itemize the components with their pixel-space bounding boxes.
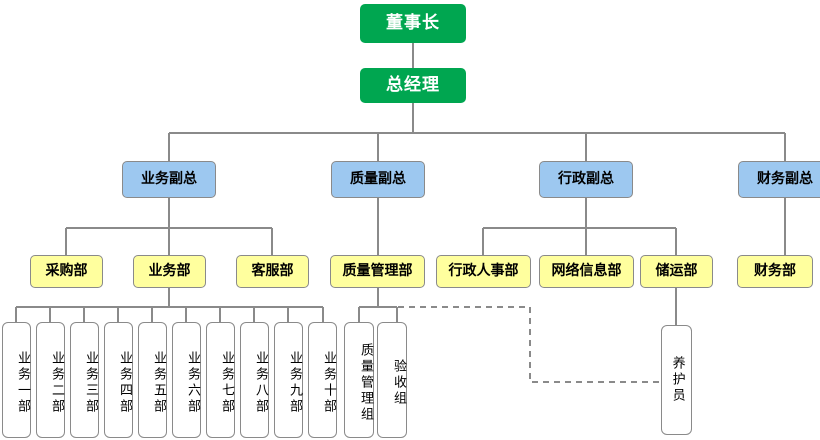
node-biz-unit-5-label: 业务五部 — [151, 351, 166, 415]
node-vp-finance-label: 财务副总 — [757, 170, 813, 187]
node-vp-admin-label: 行政副总 — [558, 170, 614, 187]
node-dept-quality-management[interactable]: 质量管理部 — [330, 255, 425, 288]
node-chairman-label: 董事长 — [386, 12, 440, 33]
node-biz-unit-3-label: 业务三部 — [83, 351, 98, 415]
node-biz-unit-1-label: 业务一部 — [15, 351, 30, 415]
node-dept-finance[interactable]: 财务部 — [737, 255, 813, 288]
node-biz-unit-9[interactable]: 业务九部 — [274, 322, 303, 438]
node-biz-unit-8-label: 业务八部 — [253, 351, 268, 415]
node-biz-unit-7-label: 业务七部 — [219, 351, 234, 415]
node-vp-admin[interactable]: 行政副总 — [539, 161, 633, 198]
node-role-maintainer-label: 养护员 — [669, 356, 685, 404]
node-dept-storage-transport-label: 储运部 — [655, 262, 698, 279]
node-dept-purchasing[interactable]: 采购部 — [30, 255, 103, 288]
node-general-manager[interactable]: 总经理 — [360, 68, 466, 103]
node-biz-unit-8[interactable]: 业务八部 — [240, 322, 269, 438]
node-vp-quality-label: 质量副总 — [350, 170, 406, 187]
node-dept-network-info-label: 网络信息部 — [551, 262, 622, 279]
node-dept-admin-hr-label: 行政人事部 — [448, 262, 519, 279]
node-vp-business[interactable]: 业务副总 — [122, 161, 216, 198]
node-biz-unit-4-label: 业务四部 — [117, 351, 132, 415]
node-group-inspection-label: 验收组 — [391, 359, 406, 407]
node-biz-unit-2-label: 业务二部 — [49, 351, 64, 415]
node-group-inspection[interactable]: 验收组 — [377, 322, 407, 438]
node-dept-storage-transport[interactable]: 储运部 — [640, 255, 713, 288]
node-dept-admin-hr[interactable]: 行政人事部 — [436, 255, 531, 288]
node-role-maintainer[interactable]: 养护员 — [661, 325, 692, 435]
node-biz-unit-6-label: 业务六部 — [185, 351, 200, 415]
node-biz-unit-6[interactable]: 业务六部 — [172, 322, 201, 438]
node-vp-quality[interactable]: 质量副总 — [331, 161, 425, 198]
node-biz-unit-3[interactable]: 业务三部 — [70, 322, 99, 438]
node-biz-unit-9-label: 业务九部 — [287, 351, 302, 415]
node-group-quality-management[interactable]: 质量管理组 — [344, 322, 374, 438]
node-dept-business[interactable]: 业务部 — [133, 255, 206, 288]
node-biz-unit-5[interactable]: 业务五部 — [138, 322, 167, 438]
node-biz-unit-10-label: 业务十部 — [321, 351, 336, 415]
node-general-manager-label: 总经理 — [386, 74, 440, 95]
node-vp-business-label: 业务副总 — [141, 170, 197, 187]
node-biz-unit-1[interactable]: 业务一部 — [2, 322, 31, 438]
node-vp-finance[interactable]: 财务副总 — [738, 161, 820, 198]
node-dept-business-label: 业务部 — [148, 262, 191, 279]
node-dept-customer-service[interactable]: 客服部 — [236, 255, 309, 288]
node-biz-unit-4[interactable]: 业务四部 — [104, 322, 133, 438]
node-biz-unit-7[interactable]: 业务七部 — [206, 322, 235, 438]
node-biz-unit-10[interactable]: 业务十部 — [308, 322, 337, 438]
node-dept-purchasing-label: 采购部 — [45, 262, 88, 279]
node-group-quality-management-label: 质量管理组 — [358, 343, 373, 423]
node-chairman[interactable]: 董事长 — [360, 4, 466, 43]
node-dept-network-info[interactable]: 网络信息部 — [539, 255, 634, 288]
node-biz-unit-2[interactable]: 业务二部 — [36, 322, 65, 438]
node-dept-customer-service-label: 客服部 — [251, 262, 294, 279]
node-dept-quality-management-label: 质量管理部 — [342, 262, 413, 279]
node-dept-finance-label: 财务部 — [754, 262, 796, 279]
